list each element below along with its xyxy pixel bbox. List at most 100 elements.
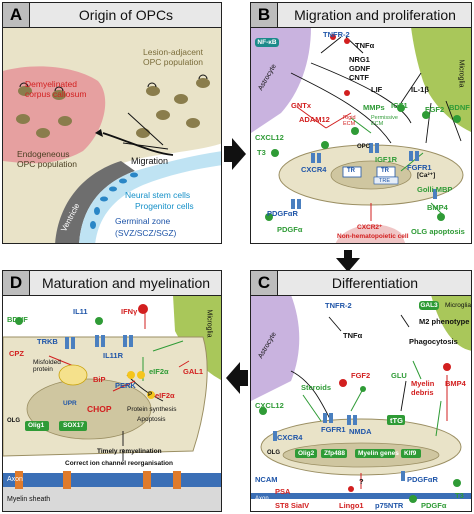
label-upr: UPR <box>63 400 77 407</box>
label-d-olg: OLG <box>7 418 20 424</box>
label-mmps: MMPs <box>363 103 385 112</box>
panel-d-title: Maturation and myelination <box>41 275 211 291</box>
label-tr-2: TR <box>381 168 389 174</box>
label-myelin-genes: Myelin genes <box>358 450 399 457</box>
label-olg-apoptosis: OLG apoptosis <box>411 227 465 236</box>
label-protein-synth: Protein synthesis <box>127 406 177 413</box>
label-correct: Correct ion channel reorganisation <box>65 460 173 467</box>
label-b-lif: LIF <box>371 85 383 94</box>
label-d-axon: Axon <box>7 476 23 483</box>
label-p: P <box>148 392 153 398</box>
label-b-tnfr2: TNFR-2 <box>323 30 350 39</box>
label-b-microglia: Microglia <box>457 59 465 88</box>
label-b-bmp4: BMP4 <box>427 203 448 212</box>
label-b-pdgfa: PDGFα <box>277 225 303 234</box>
label-migration: Migration <box>131 156 169 166</box>
label-b-il1b: IL-1β <box>411 85 429 94</box>
label-nsc: Neural stem cells <box>125 190 191 200</box>
label-eif2a-2: eIF2α <box>155 391 175 400</box>
label-klf9: Klf9 <box>404 450 417 457</box>
label-progenitor: Progenitor cells <box>135 201 194 211</box>
label-adam12: ADAM12 <box>299 115 330 124</box>
label-glu: GLU <box>391 371 407 380</box>
label-eif2a: eIF2α <box>149 367 169 376</box>
panel-d: D Maturation and myelination BDNF IL11 I… <box>2 270 222 512</box>
gal3-badge: GAL3 <box>419 301 439 310</box>
label-st8: ST8 SiaIV <box>275 501 310 510</box>
label-phagocytosis: Phagocytosis <box>409 337 458 346</box>
label-endogenous: Endogeneous OPC population <box>17 149 78 169</box>
label-zfp488: Zfp488 <box>324 450 345 457</box>
panel-a-art <box>3 27 221 243</box>
label-il11: IL11 <box>73 307 88 316</box>
panel-b-art <box>251 27 471 243</box>
label-b-pdgfar: PDGFαR <box>267 209 298 218</box>
label-olig2: Olig2 <box>298 450 315 457</box>
label-b-bdnf: BDNF <box>449 103 470 112</box>
panel-d-header: D Maturation and myelination <box>3 271 221 296</box>
label-b-fgf2: FGF2 <box>425 105 445 114</box>
label-c-t3: T3 <box>455 491 464 500</box>
label-b-gdnf: GDNF <box>349 64 371 73</box>
panel-b-header: B Migration and proliferation <box>251 3 471 28</box>
label-perk: PERK <box>115 381 136 390</box>
label-steroids: Steroids <box>301 383 332 392</box>
panel-d-letter: D <box>3 271 30 295</box>
label-b-tnfa: TNFα <box>355 41 375 50</box>
label-nonhema: Non-hematopoietic cell <box>337 233 409 240</box>
label-gal1: GAL1 <box>183 367 204 376</box>
label-timely: Timely remyelination <box>97 448 162 455</box>
label-b-cxcr4: CXCR4 <box>301 165 327 174</box>
label-rigid-ecm: Rigid ECM <box>343 115 356 127</box>
label-il11r: IL11R <box>103 351 124 360</box>
label-ncam: NCAM <box>255 475 278 484</box>
label-b-igf1: IGF1 <box>391 101 408 110</box>
label-germinal: Germinal zone <box>115 216 171 226</box>
label-misfolded: Misfolded protein <box>33 359 61 373</box>
panel-a-letter: A <box>3 3 30 27</box>
label-olig1: Olig1 <box>28 422 45 429</box>
label-c-cxcr4: CXCR4 <box>277 433 303 442</box>
label-b-nrg1: NRG1 <box>349 55 370 64</box>
panel-c-header: C Differentiation <box>251 271 471 296</box>
label-d-bdnf: BDNF <box>7 315 28 324</box>
label-lingo1: Lingo1 <box>339 501 364 510</box>
label-c-cxcl12: CXCL12 <box>255 401 284 410</box>
label-lesion-adjacent: Lesion-adjacent OPC population <box>143 47 204 67</box>
label-nmda: NMDA <box>349 427 372 436</box>
label-c-fgf2: FGF2 <box>351 371 371 380</box>
label-p75ntr: p75NTR <box>375 501 404 510</box>
label-b-cntf: CNTF <box>349 73 369 82</box>
label-b-igf1r: IGF1R <box>375 155 398 164</box>
label-c-pdgfar: PDGFαR <box>407 475 438 484</box>
label-gntx: GNTx <box>291 101 312 110</box>
label-b-t3: T3 <box>257 148 266 157</box>
label-apoptosis: Apoptosis <box>137 416 166 423</box>
label-ca: [Ca²⁺] <box>417 172 436 179</box>
panel-a-title: Origin of OPCs <box>78 7 174 23</box>
label-m2: M2 phenotype <box>419 317 470 326</box>
label-cpz: CPZ <box>9 349 24 358</box>
label-trkb: TRKB <box>37 337 58 346</box>
label-myelin-sheath: Myelin sheath <box>7 496 51 503</box>
nfkb-badge: NF-κB <box>255 38 279 47</box>
label-golli: Golli MBP <box>417 185 453 194</box>
label-b-cxcl12: CXCL12 <box>255 133 284 142</box>
label-bip: BiP <box>93 375 106 384</box>
label-c-axon: Axon <box>255 496 269 502</box>
label-permissive-ecm: Permissive ECM <box>371 115 398 127</box>
label-psa: PSA <box>275 487 291 496</box>
label-d-microglia: Microglia <box>205 309 213 338</box>
label-c-tnfa: TNFα <box>343 331 363 340</box>
panel-c-letter: C <box>251 271 278 295</box>
panel-c-art <box>251 295 471 503</box>
label-b-opc: OPC <box>357 144 371 150</box>
label-c-olg: OLG <box>267 450 280 456</box>
label-ttg: tTG <box>390 416 403 425</box>
label-question: ? <box>359 477 364 486</box>
label-c-bmp4: BMP4 <box>445 379 466 388</box>
panel-c: C Differentiation GAL3 Microglia M2 phen… <box>250 270 472 512</box>
panel-a-header: A Origin of OPCs <box>3 3 221 28</box>
label-ifng: IFNγ <box>121 307 138 316</box>
label-b-fgfr1: FGFR1 <box>407 163 432 172</box>
